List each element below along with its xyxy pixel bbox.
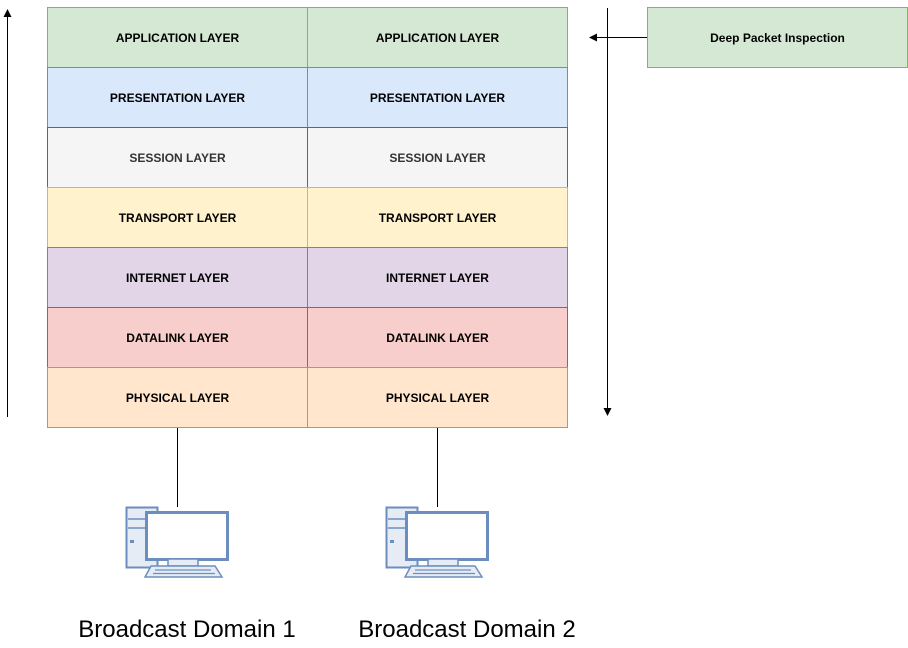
- stack-2-presentation-layer: PRESENTATION LAYER: [307, 67, 568, 128]
- broadcast-domain-1-caption: Broadcast Domain 1: [78, 616, 296, 643]
- stack-2-application-layer: APPLICATION LAYER: [307, 7, 568, 68]
- deep-packet-inspection-box: Deep Packet Inspection: [647, 7, 908, 68]
- computer-icon: [385, 506, 489, 578]
- stack-1-datalink-layer: DATALINK LAYER: [47, 307, 308, 368]
- stack-2-datalink-layer: DATALINK LAYER: [307, 307, 568, 368]
- stack-2-session-layer: SESSION LAYER: [307, 127, 568, 188]
- stack-2-physical-layer: PHYSICAL LAYER: [307, 367, 568, 428]
- stack-2-transport-layer: TRANSPORT LAYER: [307, 187, 568, 248]
- broadcast-domain-2-caption: Broadcast Domain 2: [358, 616, 576, 643]
- stack-1-internet-layer: INTERNET LAYER: [47, 247, 308, 308]
- stack-1-physical-layer: PHYSICAL LAYER: [47, 367, 308, 428]
- stack-1-application-layer: APPLICATION LAYER: [47, 7, 308, 68]
- computer-icon: [125, 506, 229, 578]
- stack-2-internet-layer: INTERNET LAYER: [307, 247, 568, 308]
- stack-1-session-layer: SESSION LAYER: [47, 127, 308, 188]
